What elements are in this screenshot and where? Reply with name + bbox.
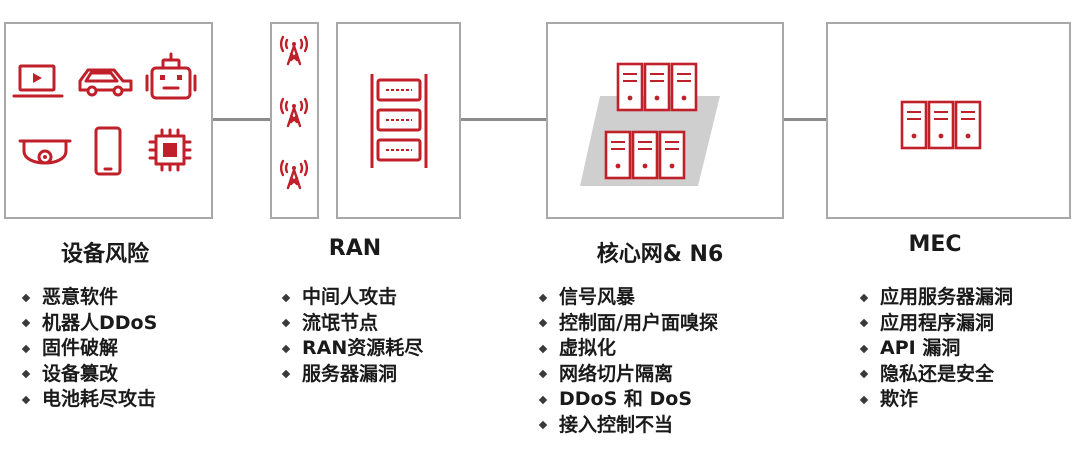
bullet-icon — [538, 293, 548, 302]
server-rack-icon — [370, 74, 428, 168]
mec-box — [826, 22, 1071, 219]
list-item: 虚拟化 — [537, 336, 718, 362]
ran-box — [336, 22, 461, 219]
device-box — [4, 22, 213, 219]
bullet-icon — [281, 293, 291, 302]
ran-risk-list: 中间人攻击 流氓节点 RAN资源耗尽 服务器漏洞 — [280, 285, 423, 387]
list-item: 接入控制不当 — [537, 413, 718, 439]
list-item: API 漏洞 — [858, 336, 1013, 362]
laptop-icon — [12, 64, 64, 98]
bullet-icon — [281, 370, 291, 379]
list-item: 设备篡改 — [20, 362, 157, 388]
bullet-icon — [538, 421, 548, 430]
list-item: 流氓节点 — [280, 311, 423, 337]
chip-icon — [148, 128, 192, 172]
bullet-icon — [538, 370, 548, 379]
list-item: 应用服务器漏洞 — [858, 285, 1013, 311]
connector-device-ran — [211, 118, 271, 121]
bullet-icon — [859, 344, 869, 353]
list-item: 固件破解 — [20, 336, 157, 362]
list-item: 信号风暴 — [537, 285, 718, 311]
list-item: DDoS 和 DoS — [537, 387, 718, 413]
bullet-icon — [281, 344, 291, 353]
mec-title: MEC — [908, 232, 962, 257]
bullet-icon — [538, 344, 548, 353]
camera-icon — [18, 139, 72, 165]
connector-core-mec — [784, 118, 829, 121]
server-cluster-icon — [604, 62, 698, 180]
mec-risk-list: 应用服务器漏洞 应用程序漏洞 API 漏洞 隐私还是安全 欺诈 — [858, 285, 1013, 413]
list-item: 应用程序漏洞 — [858, 311, 1013, 337]
list-item: 恶意软件 — [20, 285, 157, 311]
device-risk-list: 恶意软件 机器人DDoS 固件破解 设备篡改 电池耗尽攻击 — [20, 285, 157, 413]
device-title: 设备风险 — [60, 242, 149, 267]
list-item: 机器人DDoS — [20, 311, 157, 337]
list-item: 电池耗尽攻击 — [20, 387, 157, 413]
antenna-tower-icon — [280, 35, 308, 66]
bullet-icon — [21, 370, 31, 379]
bullet-icon — [281, 319, 291, 328]
bullet-icon — [859, 395, 869, 404]
antenna-tower-icon — [280, 97, 308, 128]
phone-icon — [94, 126, 122, 176]
list-item: 中间人攻击 — [280, 285, 423, 311]
bullet-icon — [21, 293, 31, 302]
bullet-icon — [21, 344, 31, 353]
core-title: 核心网& N6 — [596, 242, 724, 267]
bullet-icon — [859, 319, 869, 328]
bullet-icon — [21, 395, 31, 404]
list-item: 控制面/用户面嗅探 — [537, 311, 718, 337]
list-item: RAN资源耗尽 — [280, 336, 423, 362]
bullet-icon — [859, 370, 869, 379]
core-box — [546, 22, 784, 219]
list-item: 网络切片隔离 — [537, 362, 718, 388]
connector-ran-core — [460, 118, 548, 121]
list-item: 欺诈 — [858, 387, 1013, 413]
antenna-tower-icon — [280, 159, 308, 190]
car-icon — [78, 68, 133, 97]
bullet-icon — [538, 395, 548, 404]
bullet-icon — [21, 319, 31, 328]
list-item: 服务器漏洞 — [280, 362, 423, 388]
core-risk-list: 信号风暴 控制面/用户面嗅探 虚拟化 网络切片隔离 DDoS 和 DoS 接入控… — [537, 285, 718, 438]
server-icon — [900, 100, 982, 150]
ran-title: RAN — [328, 236, 382, 261]
robot-icon — [145, 52, 197, 100]
list-item: 隐私还是安全 — [858, 362, 1013, 388]
bullet-icon — [859, 293, 869, 302]
bullet-icon — [538, 319, 548, 328]
antenna-box — [270, 22, 319, 219]
